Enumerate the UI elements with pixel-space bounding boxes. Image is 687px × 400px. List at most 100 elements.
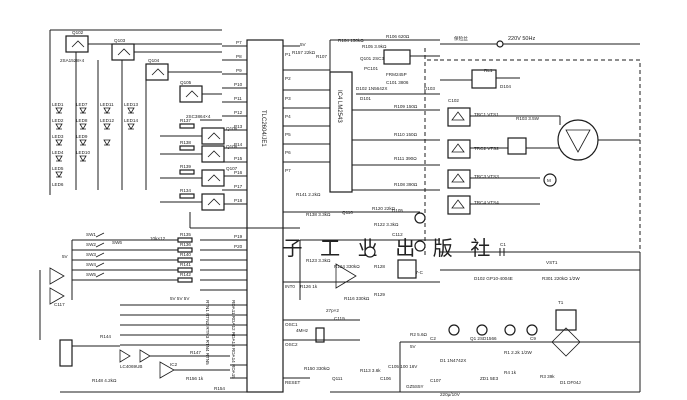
svg-text:OSC2: OSC2 xyxy=(285,342,298,347)
svg-text:LED7: LED7 xyxy=(76,102,88,107)
transistor-part-top: 2SA1528×4 xyxy=(60,58,85,63)
svg-text:P2: P2 xyxy=(285,76,291,81)
motor: M xyxy=(543,116,640,187)
svg-text:P7: P7 xyxy=(236,40,242,45)
svg-text:LED12: LED12 xyxy=(100,118,114,123)
svg-text:R122 3.3kΩ: R122 3.3kΩ xyxy=(374,222,399,227)
svg-text:R123 3.3kΩ: R123 3.3kΩ xyxy=(306,258,331,263)
svg-text:R129: R129 xyxy=(374,292,385,297)
svg-text:R141 2.2kΩ: R141 2.2kΩ xyxy=(296,192,321,197)
svg-text:R137: R137 xyxy=(180,118,191,123)
svg-text:LC4069UB: LC4069UB xyxy=(120,364,142,369)
resistor-array-lower: 5V 5V 5V RTN1 RTN2 RTN3 RTN4 RTN5 RDA11 … xyxy=(120,296,236,379)
svg-text:FRM245P: FRM245P xyxy=(386,72,407,77)
svg-text:D103: D103 xyxy=(424,86,435,91)
svg-text:C105 100 16V: C105 100 16V xyxy=(388,364,418,369)
fuse-label: 保险丝 xyxy=(454,35,468,42)
svg-text:LED13: LED13 xyxy=(124,102,138,107)
svg-text:T1: T1 xyxy=(558,300,564,305)
svg-text:R141: R141 xyxy=(180,262,191,267)
svg-text:P19: P19 xyxy=(234,234,243,239)
top-supply-section: 5V R157 22kΩ R104 150kΩ R105 3.9kΩ Q101 … xyxy=(292,34,440,101)
svg-text:C2: C2 xyxy=(430,336,436,341)
mcu-part-label: TLC2604/JE1 xyxy=(260,110,266,147)
svg-text:Q1 2SD1566: Q1 2SD1566 xyxy=(470,336,497,341)
svg-text:P18: P18 xyxy=(234,198,243,203)
svg-text:R105 3.9kΩ: R105 3.9kΩ xyxy=(362,44,387,49)
svg-text:SW5: SW5 xyxy=(86,272,96,277)
svg-text:C102: C102 xyxy=(448,98,459,103)
svg-text:TRC3 VTS3: TRC3 VTS3 xyxy=(474,174,499,179)
svg-text:R107: R107 xyxy=(316,54,327,59)
svg-text:R147: R147 xyxy=(190,350,201,355)
svg-text:TRC4 VTS4: TRC4 VTS4 xyxy=(474,200,499,205)
svg-text:IC2: IC2 xyxy=(170,362,178,367)
svg-text:C106: C106 xyxy=(380,376,391,381)
svg-text:PC101: PC101 xyxy=(364,66,378,71)
svg-text:P17: P17 xyxy=(234,184,243,189)
svg-text:C101 3806: C101 3806 xyxy=(386,80,409,85)
svg-text:R148 4.2kΩ: R148 4.2kΩ xyxy=(92,378,117,383)
svg-text:RDA11 RDA12 RDA13 RDA14 RDA15: RDA11 RDA12 RDA13 RDA14 RDA15 xyxy=(231,300,236,379)
svg-text:VST1: VST1 xyxy=(546,260,558,265)
svg-text:R154: R154 xyxy=(214,386,225,391)
svg-text:Q108: Q108 xyxy=(226,144,238,149)
mcu-right-pins xyxy=(283,45,330,379)
switch-bank: SW1 SW2 SW3 SW4 SW5 SW6 5V C117 xyxy=(39,232,178,340)
svg-text:LED8: LED8 xyxy=(76,118,88,123)
svg-text:R157 22kΩ: R157 22kΩ xyxy=(292,50,316,55)
svg-text:LED5: LED5 xyxy=(52,166,64,171)
svg-text:R135: R135 xyxy=(180,232,191,237)
svg-text:P16: P16 xyxy=(234,170,243,175)
svg-text:P6: P6 xyxy=(285,150,291,155)
svg-text:C9: C9 xyxy=(530,336,536,341)
svg-text:RL1: RL1 xyxy=(484,68,493,73)
transistor-part-right: 2SC3864×4 xyxy=(186,114,211,119)
svg-text:Q111: Q111 xyxy=(332,376,343,381)
svg-text:D1 1N4742X: D1 1N4742X xyxy=(440,358,466,363)
svg-text:D102 1N5642X: D102 1N5642X xyxy=(356,86,387,91)
relay: RL1 xyxy=(440,68,520,89)
analog-section: R141 2.2kΩ R138 3.3kΩ Q110 R120 22kΩ D10… xyxy=(296,192,440,381)
svg-text:Q101 2SC3331: Q101 2SC3331 xyxy=(360,56,392,61)
svg-text:R120 22kΩ: R120 22kΩ xyxy=(372,206,396,211)
svg-text:IC4 LM2543: IC4 LM2543 xyxy=(336,90,342,123)
svg-text:5V: 5V xyxy=(410,344,417,349)
svg-text:P3: P3 xyxy=(285,96,291,101)
svg-text:Q102: Q102 xyxy=(72,30,84,35)
svg-text:LED3: LED3 xyxy=(52,134,64,139)
svg-text:P1: P1 xyxy=(285,52,291,57)
svg-text:R108 390Ω: R108 390Ω xyxy=(394,182,418,187)
mcu-right-pin-labels: P1 P2 P3 P4 P5 P6 P7 INT0 OSC1 OSC2 RESE… xyxy=(285,52,301,385)
svg-text:R126 1k: R126 1k xyxy=(300,284,318,289)
svg-text:R3 39k: R3 39k xyxy=(540,374,555,379)
svg-text:LED9: LED9 xyxy=(76,134,88,139)
svg-text:RESET: RESET xyxy=(285,380,301,385)
svg-text:LED2: LED2 xyxy=(52,118,64,123)
svg-text:Q104: Q104 xyxy=(148,58,160,63)
svg-text:LED11: LED11 xyxy=(100,102,114,107)
svg-text:C1: C1 xyxy=(500,242,506,247)
svg-text:R138: R138 xyxy=(180,140,191,145)
svg-text:P14: P14 xyxy=(234,142,243,147)
array-wiring xyxy=(49,29,300,229)
svg-text:R124 330kΩ: R124 330kΩ xyxy=(334,264,360,269)
led-matrix: LED1 LED2 LED3 LED4 LED5 LED6 LED7 LED8 … xyxy=(52,102,138,187)
svg-text:P13: P13 xyxy=(234,124,243,129)
ac-input: 保险丝 220V 50Hz xyxy=(424,35,641,255)
motor-label: M xyxy=(547,178,551,183)
svg-text:D105: D105 xyxy=(392,208,403,213)
svg-text:LED6: LED6 xyxy=(52,182,64,187)
mcu-left-pins xyxy=(200,45,247,379)
svg-text:OSC1: OSC1 xyxy=(285,322,298,327)
svg-text:R142: R142 xyxy=(180,272,191,277)
svg-text:LED14: LED14 xyxy=(124,118,138,123)
transistor-array: Q102 Q103 Q104 Q105 Q106 Q107 Q108 2SA15… xyxy=(60,30,238,211)
svg-text:P5: P5 xyxy=(285,132,291,137)
svg-text:R138 3.3kΩ: R138 3.3kΩ xyxy=(306,212,331,217)
svg-text:SW2: SW2 xyxy=(86,242,96,247)
left-vcc: 5V xyxy=(62,254,69,259)
svg-text:D104: D104 xyxy=(500,84,511,89)
svg-text:SW1: SW1 xyxy=(86,232,96,237)
